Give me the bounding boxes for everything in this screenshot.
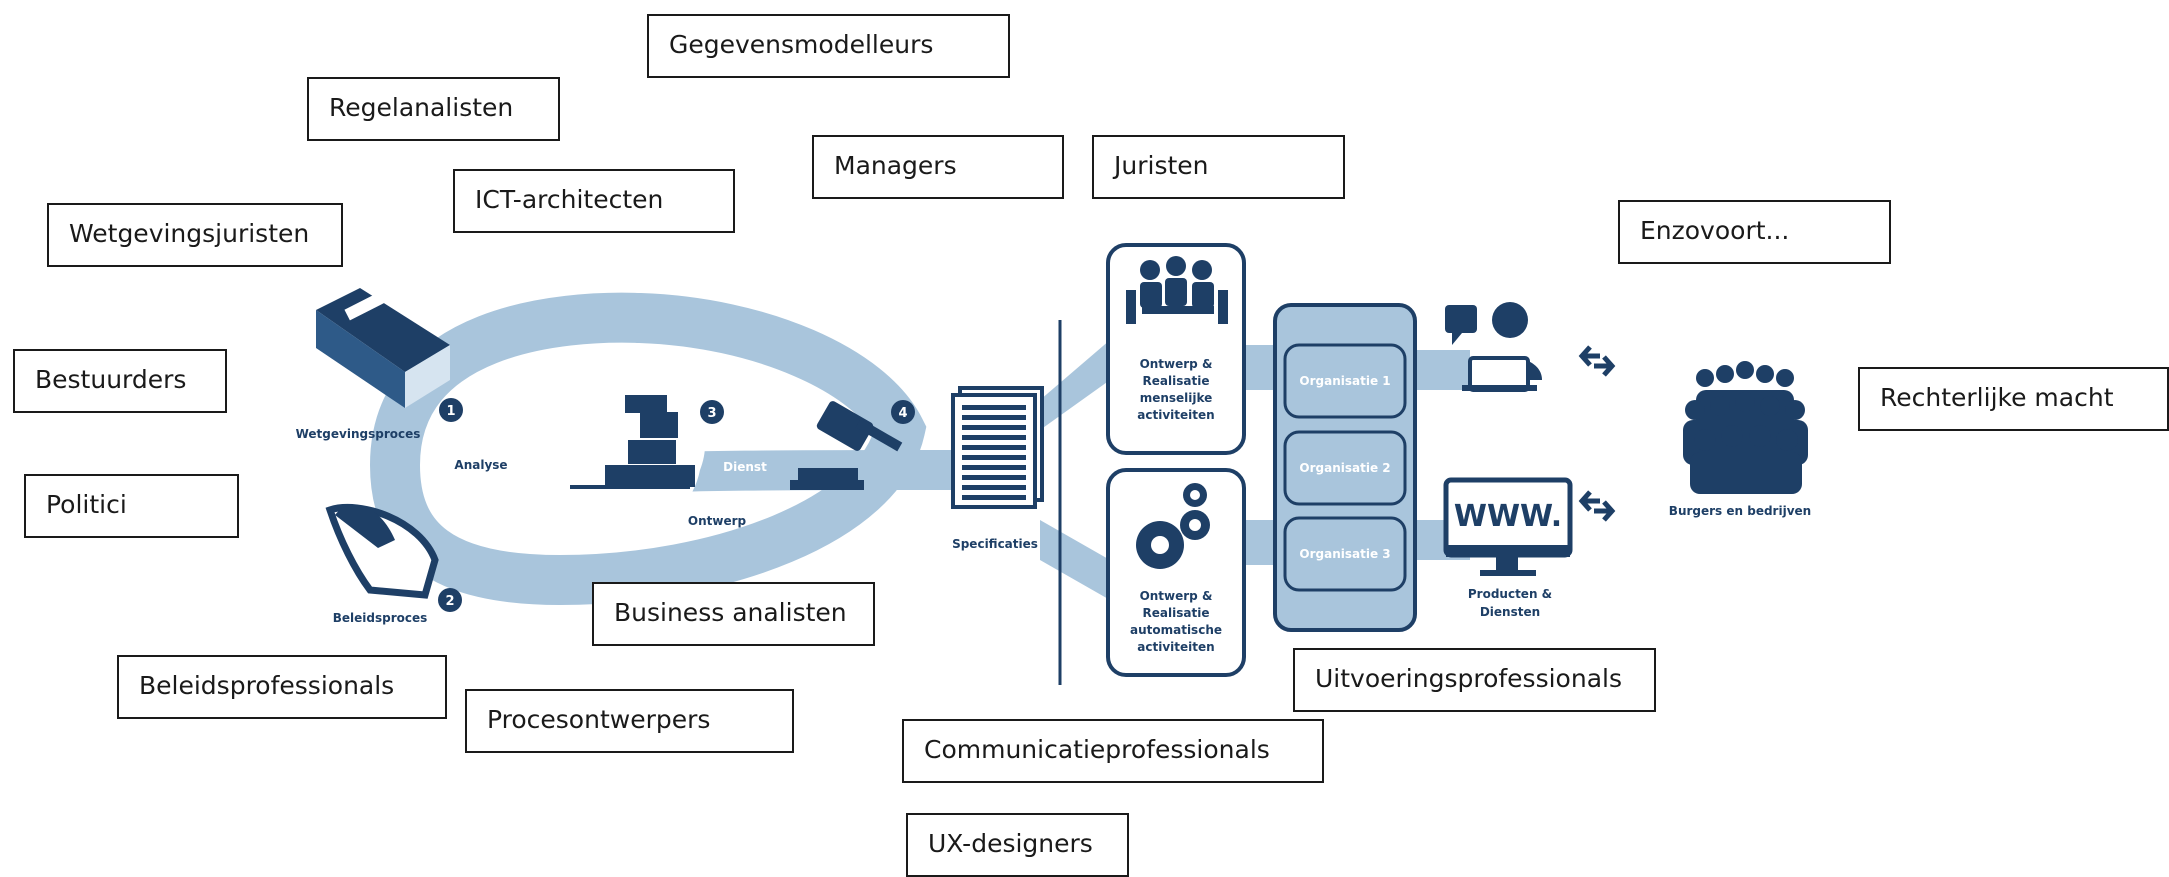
step-number-2: 2 [445, 594, 454, 609]
specifications-document-icon [951, 386, 1044, 509]
automatisch-line-4: activiteiten [1137, 640, 1214, 654]
organisatie-3-label: Organisatie 3 [1299, 547, 1390, 561]
analyse-label: Analyse [454, 458, 507, 472]
organisatie-1-label: Organisatie 1 [1299, 374, 1390, 388]
step-number-4: 4 [898, 406, 907, 421]
organisatie-1-box [1283, 343, 1407, 419]
www-monitor-icon [1443, 477, 1573, 576]
automatisch-line-3: automatische [1130, 623, 1222, 637]
role-business-analisten: Business analisten [592, 582, 875, 646]
menselijk-line-3: menselijke [1140, 391, 1213, 405]
step-number-3: 3 [707, 406, 716, 421]
ontwerp-label: Ontwerp [688, 514, 747, 528]
meeting-people-icon [1126, 256, 1228, 324]
www-label: WWW. [1454, 499, 1562, 534]
organisatie-3-box [1283, 516, 1407, 592]
role-wetgevingsjuristen: Wetgevingsjuristen [47, 203, 343, 267]
role-enzovoort: Enzovoort... [1618, 200, 1891, 264]
role-uitvoeringsprofessionals: Uitvoeringsprofessionals [1293, 648, 1656, 712]
role-politici: Politici [24, 474, 239, 538]
step-number-1: 1 [446, 404, 455, 419]
role-rechterlijke-macht: Rechterlijke macht [1858, 367, 2169, 431]
beleidsproces-label: Beleidsproces [333, 611, 428, 625]
exchange-arrows-icon-bottom [1578, 490, 1616, 522]
organisatie-2-box [1283, 430, 1407, 506]
role-gegevensmodelleurs: Gegevensmodelleurs [647, 14, 1010, 78]
role-bestuurders: Bestuurders [13, 349, 227, 413]
producten-label-line1: Producten & [1468, 587, 1552, 601]
role-ict-architecten: ICT-architecten [453, 169, 735, 233]
building-blocks-icon [570, 395, 695, 489]
menselijk-line-1: Ontwerp & [1140, 357, 1213, 371]
menselijk-line-2: Realisatie [1143, 374, 1210, 388]
menselijk-line-4: activiteiten [1137, 408, 1214, 422]
gavel-icon [790, 401, 903, 490]
role-managers: Managers [812, 135, 1064, 199]
burgers-label: Burgers en bedrijven [1669, 504, 1811, 518]
organisatie-2-label: Organisatie 2 [1299, 461, 1390, 475]
quill-pen-icon [325, 503, 439, 599]
role-beleidsprofessionals: Beleidsprofessionals [117, 655, 447, 719]
product-label-line1: Product [719, 438, 772, 452]
role-communicatieprofessionals: Communicatieprofessionals [902, 719, 1324, 783]
automatisch-line-1: Ontwerp & [1140, 589, 1213, 603]
automated-activities-box [1106, 468, 1246, 677]
role-procesontwerpers: Procesontwerpers [465, 689, 794, 753]
role-juristen: Juristen [1092, 135, 1345, 199]
exchange-arrows-icon-top [1578, 345, 1616, 377]
automatisch-line-2: Realisatie [1143, 606, 1210, 620]
step-markers [438, 398, 915, 612]
role-ux-designers: UX-designers [906, 813, 1129, 877]
law-book-icon [316, 288, 450, 408]
specificaties-label: Specificaties [952, 537, 1038, 551]
crowd-icon [1683, 361, 1808, 494]
product-label-line2: Dienst [723, 460, 767, 474]
role-regelanalisten: Regelanalisten [307, 77, 560, 141]
gears-icon [1136, 483, 1210, 569]
producten-label-line2: Diensten [1480, 605, 1540, 619]
helpdesk-agent-icon [1445, 302, 1542, 392]
wetgevingsproces-label: Wetgevingsproces [296, 427, 421, 441]
